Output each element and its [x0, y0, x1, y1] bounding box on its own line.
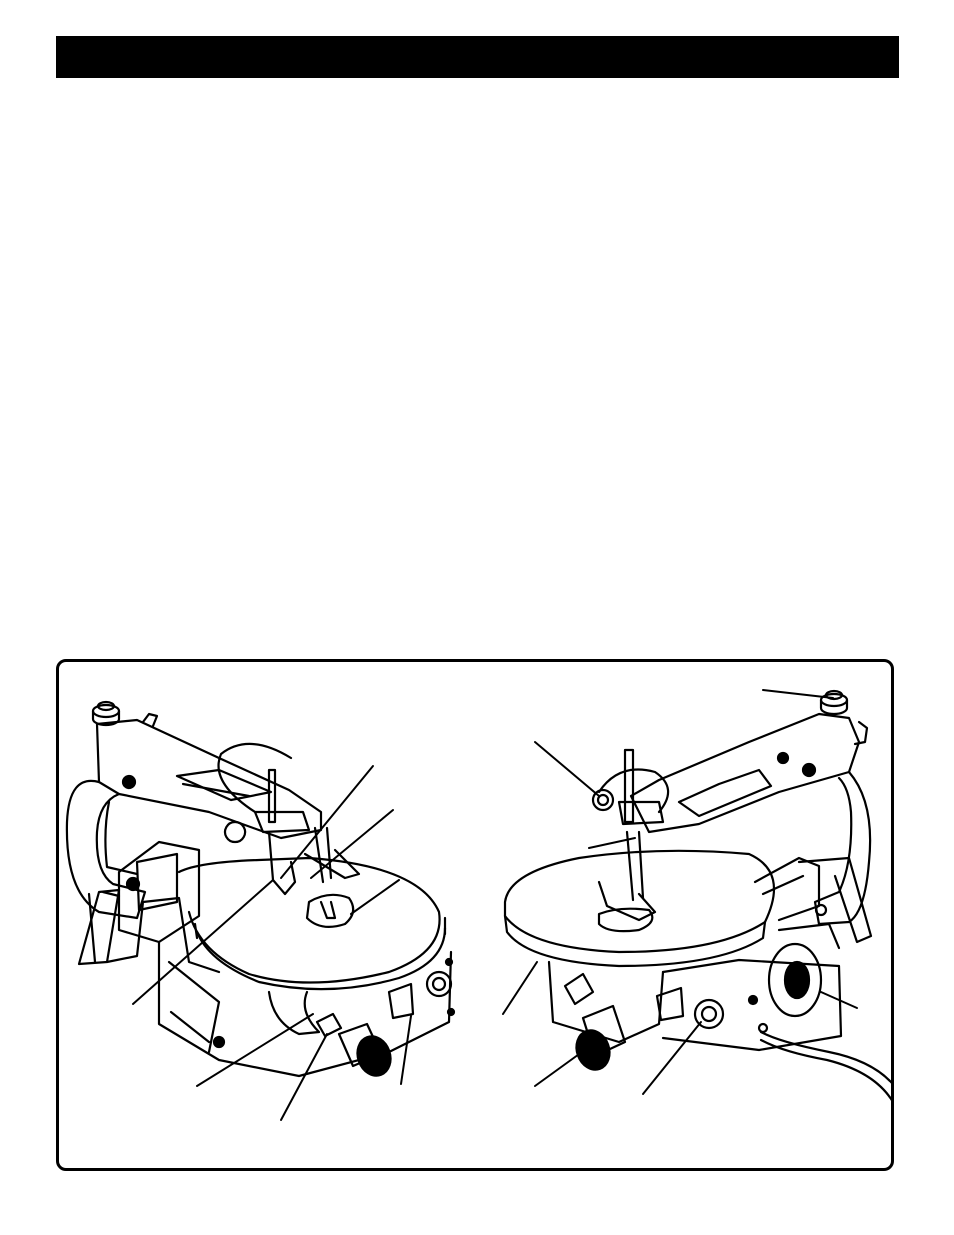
left-speed-knob [425, 970, 453, 998]
right-blade-guard [591, 748, 670, 922]
left-tension-knob [91, 700, 121, 727]
scroll-saw-figure [56, 659, 894, 1171]
scroll-saw-illustration [65, 689, 891, 1121]
left-dust-port [337, 1022, 392, 1077]
right-dust-port [575, 1004, 627, 1071]
left-bevel-lock-knob [315, 1012, 343, 1038]
right-saw [502, 689, 891, 1101]
right-callout-lines [502, 689, 858, 1095]
right-on-off-switch [655, 986, 685, 1022]
right-base [797, 856, 873, 944]
left-saw [65, 700, 456, 1121]
right-tension-knob [819, 689, 849, 716]
left-motor-housing [117, 840, 201, 944]
section-header-bar [56, 36, 899, 78]
right-upper-arm [629, 712, 861, 834]
right-motor [767, 942, 823, 1018]
right-bevel-lock-knob [563, 972, 595, 1006]
left-on-off-switch [387, 982, 415, 1020]
left-blade-guard [217, 742, 361, 896]
right-speed-knob [693, 998, 725, 1030]
right-table [503, 849, 776, 968]
left-c-frame [65, 779, 147, 920]
right-c-frame [813, 770, 872, 926]
left-callout-lines [132, 765, 412, 1121]
right-power-cord [759, 1030, 891, 1084]
left-bevel-scale [267, 990, 321, 1036]
